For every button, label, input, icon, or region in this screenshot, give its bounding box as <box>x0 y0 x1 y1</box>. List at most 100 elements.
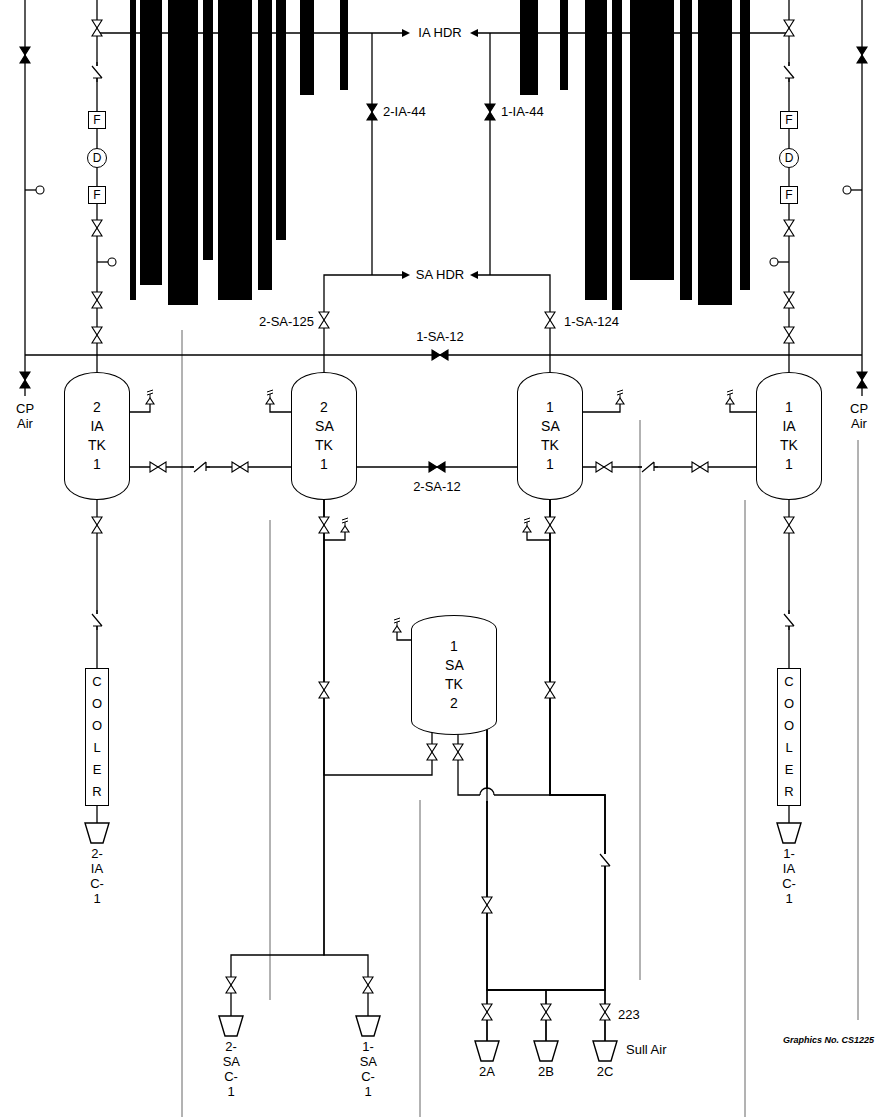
scan-streak <box>612 0 622 310</box>
relief-spring <box>147 390 153 398</box>
equipment-label: 1 IA TK 1 <box>780 398 798 474</box>
filter-box: F <box>88 111 106 129</box>
filter-box: F <box>88 186 106 204</box>
compressor-symbol <box>533 1040 559 1062</box>
air-receiver-tank: 2 SA TK 1 <box>291 372 357 500</box>
compressor: 2A <box>474 1040 500 1080</box>
scan-streak <box>698 0 732 305</box>
scan-streak <box>130 0 136 300</box>
gate-valve <box>150 462 166 472</box>
equipment-label: 2B <box>538 1065 554 1080</box>
gate-valve <box>427 744 437 760</box>
compressor: 2-SA C-1 <box>218 1015 244 1100</box>
compressor: 1-SA C-1 <box>355 1015 381 1100</box>
pipe <box>97 32 402 33</box>
gate-valve <box>857 47 867 63</box>
equipment-label: 2-SA C-1 <box>223 1040 240 1100</box>
pipe <box>550 354 862 355</box>
valve-tag: 1-SA-124 <box>562 315 621 330</box>
scan-streak <box>680 0 692 300</box>
dryer-circle: D <box>779 148 799 168</box>
compressor-symbol <box>475 1041 499 1061</box>
equipment-label: F <box>785 114 792 126</box>
check-valve <box>784 62 794 82</box>
scan-streak <box>420 800 421 1117</box>
equipment-label: 1-SA C-1 <box>360 1040 377 1100</box>
pipe <box>97 261 108 262</box>
scan-streak <box>300 0 314 95</box>
equipment-label: 2-IA C-1 <box>90 847 104 907</box>
gate-valve <box>692 462 708 472</box>
scan-streak <box>218 0 252 300</box>
pipe <box>130 404 150 412</box>
compressor-symbol <box>593 1041 617 1061</box>
gate-valve <box>784 517 794 533</box>
valve-tag: 2-IA-44 <box>381 105 428 120</box>
header-arrowhead <box>470 271 478 279</box>
scan-streak <box>858 440 859 1020</box>
pipe-connection <box>546 494 605 1046</box>
gate-valve <box>784 220 794 236</box>
gate-valve <box>485 104 495 120</box>
gate-valve <box>226 977 236 993</box>
gate-valve <box>545 682 555 698</box>
relief-valve <box>266 398 274 404</box>
gate-valve <box>92 292 102 308</box>
drawing-number: Graphics No. CS1225 <box>781 1035 876 1045</box>
compressor-symbol <box>219 1016 243 1036</box>
pipe <box>96 0 97 111</box>
compressor: 2-IA C-1 <box>84 822 110 907</box>
air-receiver-tank: 1 SA TK 1 <box>517 372 583 500</box>
scan-streak <box>740 0 750 290</box>
equipment-label: 1 SA TK 2 <box>445 637 463 713</box>
pressure-gauge <box>770 258 778 266</box>
relief-valve <box>726 398 734 404</box>
compressor-symbol <box>777 823 801 843</box>
relief-spring <box>394 618 400 626</box>
scan-streak <box>140 0 162 285</box>
relief-valve <box>523 526 531 532</box>
pressure-gauge <box>108 258 116 266</box>
scan-streak <box>745 500 746 1117</box>
scan-streak <box>168 0 198 305</box>
equipment-label: D <box>785 152 794 164</box>
supply-label: CP Air <box>848 402 870 432</box>
air-receiver-tank: 1 IA TK 1 <box>756 372 822 500</box>
gate-valve <box>367 104 377 120</box>
scan-streak <box>640 420 641 980</box>
header-label: IA HDR <box>416 26 463 41</box>
pipe-connection <box>550 494 605 1046</box>
equipment-label: 2 SA TK 1 <box>315 398 333 474</box>
pipe <box>486 787 487 803</box>
supply-label: Sull Air <box>624 1043 668 1058</box>
relief-valve <box>146 398 154 404</box>
aftercooler-box: COOLER <box>777 668 801 806</box>
compressor-symbol <box>84 822 110 844</box>
gate-valve <box>92 20 102 36</box>
header-arrowhead <box>402 271 410 279</box>
pipe-connection <box>324 494 368 1021</box>
compressor-symbol <box>474 1040 500 1062</box>
pipe <box>478 32 789 33</box>
compressor-symbol <box>85 823 109 843</box>
gate-valve <box>92 517 102 533</box>
compressor-symbol <box>776 822 802 844</box>
compressor-symbol <box>355 1015 381 1037</box>
header-label: SA HDR <box>414 268 466 283</box>
line-hop <box>480 788 494 795</box>
check-valve <box>92 610 102 630</box>
equipment-label: F <box>93 114 100 126</box>
pipe <box>25 189 36 190</box>
pipe <box>397 632 411 640</box>
gate-valve <box>482 897 492 913</box>
relief-valve <box>616 398 624 404</box>
compressor-symbol <box>592 1040 618 1062</box>
equipment-label: COOLER <box>783 671 796 803</box>
gate-valve <box>482 1004 492 1020</box>
relief-spring <box>267 390 273 398</box>
gate-valve <box>92 327 102 343</box>
pipe <box>489 33 490 275</box>
valve-tag: 223 <box>616 1008 642 1023</box>
compressor-symbol <box>218 1015 244 1037</box>
